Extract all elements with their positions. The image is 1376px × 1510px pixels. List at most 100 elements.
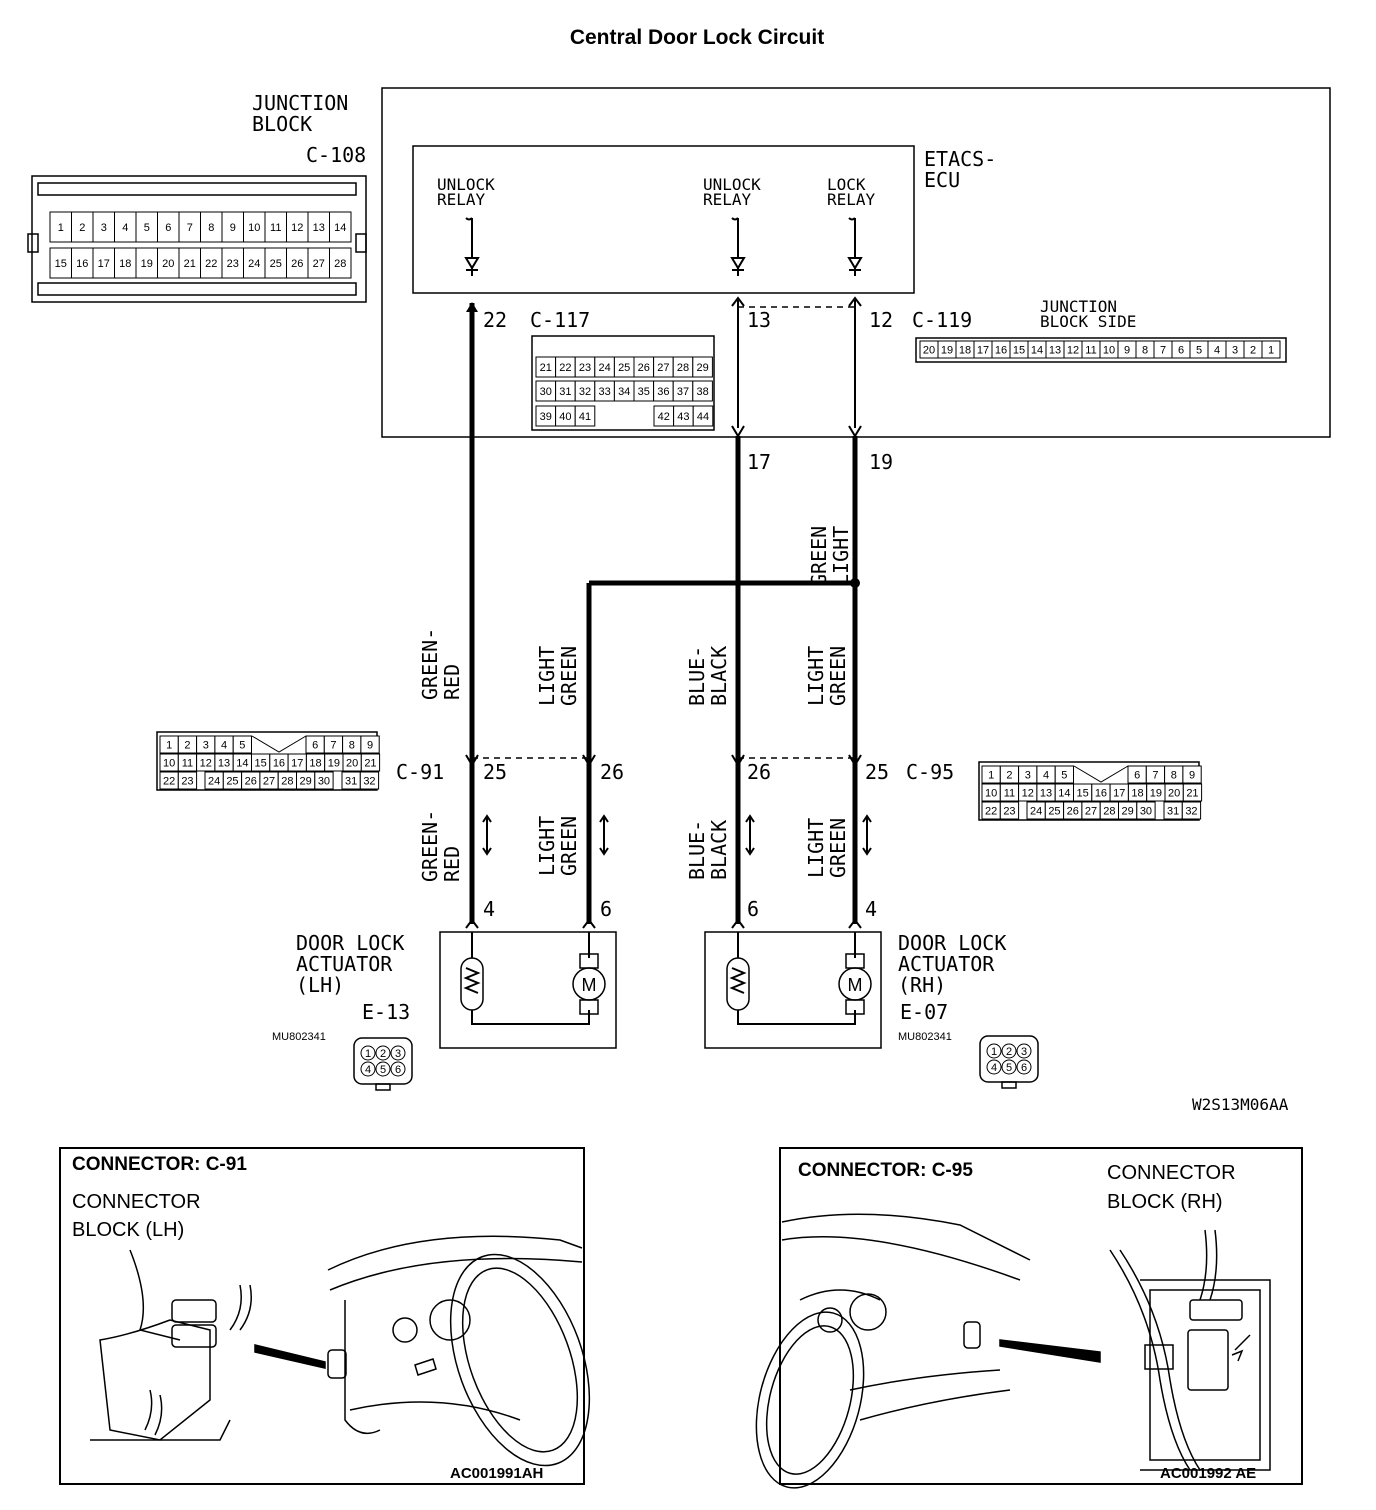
actuator-rh-pin-6: 6: [747, 897, 759, 921]
actuator-rh-label-1: DOOR LOCK: [898, 931, 1006, 955]
c95-pin-23: 23: [1003, 806, 1015, 818]
wire-label-light-a1: LIGHT: [535, 646, 559, 706]
c91-pin-22: 22: [163, 776, 175, 788]
actuator-lh-pin-6: 6: [600, 897, 612, 921]
unlock-relay-1-label-1: UNLOCK: [437, 175, 495, 194]
c117-pin-36: 36: [657, 386, 669, 398]
c95-pin-1: 1: [988, 770, 994, 782]
e07-pin-socket: [1001, 1043, 1017, 1059]
wire-label-green-a4: GREEN: [826, 646, 850, 706]
wire-label-green-a2: GREEN: [557, 646, 581, 706]
junction-block-label-1: JUNCTION: [252, 91, 348, 115]
wire-label-light-a3: LIGHT: [804, 646, 828, 706]
c95-pin-5: 5: [1061, 770, 1067, 782]
jb-pin-19: 19: [869, 450, 893, 474]
c95-pin-24: 24: [1030, 806, 1042, 818]
unlock-relay-2-label-2: RELAY: [703, 190, 752, 209]
etacs-ecu-box: [412, 145, 915, 294]
jb-pin-17: 17: [747, 450, 771, 474]
c108-cell: [329, 211, 352, 243]
wire-color-labels: LIGHT GREEN GREEN- RED LIGHT GREEN BLUE-…: [418, 526, 853, 882]
e13-pin-socket: [375, 1045, 391, 1061]
c108-pin-1: 1: [58, 222, 64, 234]
c119-pin-2: 2: [1250, 345, 1256, 357]
c91-cell: [360, 753, 381, 772]
c117-pin-23: 23: [579, 362, 591, 374]
c108-pin-3: 3: [101, 222, 107, 234]
wire-label-green-red-a2: RED: [440, 664, 464, 700]
c108-pin-28: 28: [334, 258, 346, 270]
c95-pin-7: 7: [1152, 770, 1158, 782]
e07-pin-3: 3: [1021, 1046, 1027, 1058]
c91-pin-32: 32: [363, 776, 375, 788]
c117-pin-30: 30: [540, 386, 552, 398]
e13-pin-3: 3: [395, 1048, 401, 1060]
e07-pin-1: 1: [991, 1046, 997, 1058]
c95-pin-27: 27: [1085, 806, 1097, 818]
c119-pin-12: 12: [869, 308, 893, 332]
c95-pin-11: 11: [1004, 788, 1015, 800]
dashboard-illustration-rh: [755, 1213, 1271, 1489]
c108-pin-6: 6: [165, 222, 171, 234]
c117-cell: [692, 380, 713, 402]
c95-pin-2: 2: [1006, 770, 1012, 782]
c119-pin-17: 17: [977, 345, 989, 357]
c108-pin-10: 10: [248, 222, 260, 234]
actuator-lh-box: [439, 931, 617, 1049]
c91-pin-26: 26: [600, 760, 624, 784]
actuator-lh-part: MU802341: [272, 1031, 326, 1043]
wire-label-green-red-a1: GREEN-: [418, 628, 442, 700]
figure-code: W2S13M06AA: [1192, 1095, 1289, 1114]
actuator-rh-label-2: ACTUATOR: [898, 952, 995, 976]
c95-pin-18: 18: [1131, 788, 1143, 800]
c95-pin-14: 14: [1058, 788, 1070, 800]
c91-pin-26: 26: [245, 776, 257, 788]
c95-cell: [1182, 783, 1203, 802]
c95-cell: [1136, 801, 1156, 820]
c108-pin-25: 25: [270, 258, 282, 270]
c108-pin-18: 18: [119, 258, 131, 270]
c119-pin-7: 7: [1160, 345, 1166, 357]
c119-pin-3: 3: [1232, 345, 1238, 357]
c95-pin-16: 16: [1095, 788, 1107, 800]
wire-label-light-b3: LIGHT: [804, 818, 828, 878]
actuator-lh-label-1: DOOR LOCK: [296, 931, 404, 955]
e13-pin-2: 2: [380, 1048, 386, 1060]
c108-pin-9: 9: [230, 222, 236, 234]
c119-pin-9: 9: [1124, 345, 1130, 357]
e07-pin-6: 6: [1021, 1062, 1027, 1074]
e07-pin-5: 5: [1006, 1062, 1012, 1074]
c108-pin-26: 26: [291, 258, 303, 270]
panel-lh-heading: CONNECTOR: C-91: [72, 1154, 247, 1175]
c95-pin-13: 13: [1040, 788, 1052, 800]
relay-symbols: [464, 217, 863, 276]
c117-pin-21: 21: [540, 362, 552, 374]
c117-cell: [574, 405, 596, 427]
e13-pin-1: 1: [365, 1048, 371, 1060]
c91-pin-14: 14: [236, 758, 248, 770]
c119-pin-13: 13: [747, 308, 771, 332]
c108-pin-14: 14: [334, 222, 346, 234]
c95-pin-17: 17: [1113, 788, 1125, 800]
actuator-lh-connector: E-13: [362, 1000, 410, 1024]
e07-pin-socket: [1016, 1043, 1032, 1059]
c91-pin-12: 12: [200, 758, 212, 770]
c91-pin-17: 17: [291, 758, 303, 770]
wire-label-light-1: LIGHT: [829, 526, 853, 586]
c108-pin-15: 15: [55, 258, 67, 270]
c119-pin-16: 16: [995, 345, 1007, 357]
c95-pin-25: 25: [865, 760, 889, 784]
unlock-relay-2-label-1: UNLOCK: [703, 175, 761, 194]
c91-pin-25: 25: [226, 776, 238, 788]
motor-lh-symbol: M: [582, 975, 597, 995]
c117-cell: [692, 356, 713, 378]
e13-pin-socket: [390, 1045, 406, 1061]
motor-rh-symbol: M: [848, 975, 863, 995]
c119-pin-20: 20: [923, 345, 935, 357]
c119-pin-11: 11: [1085, 345, 1096, 357]
c91-pin-28: 28: [281, 776, 293, 788]
c117-pin-40: 40: [559, 411, 571, 423]
c117-pin-24: 24: [598, 362, 610, 374]
c117-label: C-117: [530, 308, 590, 332]
